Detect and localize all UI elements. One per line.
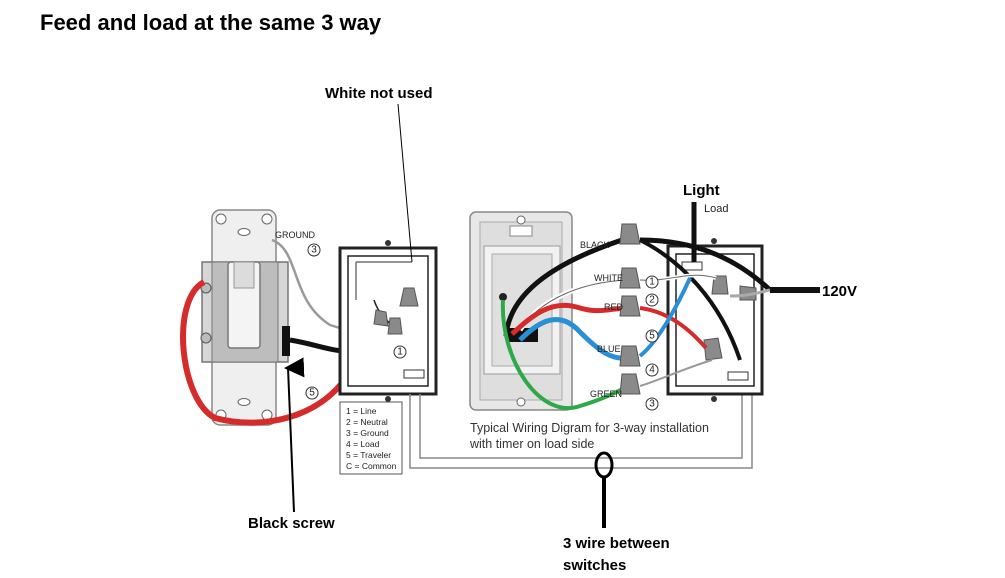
right-junction-box: [666, 238, 764, 402]
v120-label: 120V: [822, 283, 857, 300]
marker-1-left: 1: [393, 345, 407, 359]
marker-5-left: 5: [305, 386, 319, 400]
black-screw-label: Black screw: [248, 515, 335, 532]
three-wire-label-line1: 3 wire between: [563, 535, 670, 552]
three-wire-cable: [409, 394, 753, 469]
legend-item: C = Common: [346, 461, 397, 471]
marker-5-right: 5: [645, 329, 659, 343]
svg-text:2: 2: [649, 295, 655, 306]
left-junction-box: [338, 240, 438, 402]
legend-item: 4 = Load: [346, 439, 380, 449]
diagram-title: Feed and load at the same 3 way: [40, 10, 382, 35]
cable-callout: [594, 451, 614, 528]
marker-3-left: 3: [307, 243, 321, 257]
wire-nuts-center: [619, 223, 641, 395]
three-wire-label-line2: switches: [563, 557, 626, 574]
black-screw: [282, 326, 290, 356]
left-three-way-switch: [200, 209, 290, 426]
legend-item: 1 = Line: [346, 406, 377, 416]
diagram-caption-line1: Typical Wiring Digram for 3-way installa…: [470, 421, 709, 435]
light-label: Light: [683, 182, 720, 199]
svg-text:5: 5: [649, 331, 655, 342]
load-label: Load: [704, 203, 728, 215]
black-screw-arrow: [284, 357, 305, 513]
blue-wire-label: BLUE: [597, 344, 621, 354]
ground-label: GROUND: [275, 230, 315, 240]
svg-text:5: 5: [309, 388, 315, 399]
marker-1-right: 1: [645, 275, 659, 289]
timer-switch: [469, 211, 573, 411]
svg-text:3: 3: [311, 245, 317, 256]
legend-item: 3 = Ground: [346, 428, 389, 438]
svg-text:1: 1: [397, 347, 403, 358]
diagram-caption-line2: with timer on load side: [469, 437, 594, 451]
marker-2-right: 2: [645, 293, 659, 307]
timer-wires: [500, 235, 629, 410]
svg-text:1: 1: [649, 277, 655, 288]
white-not-used-label: White not used: [325, 85, 433, 102]
legend-item: 2 = Neutral: [346, 417, 388, 427]
white-wire-label: WHITE: [594, 273, 623, 283]
svg-text:4: 4: [649, 365, 655, 376]
wire-legend: 1 = Line 2 = Neutral 3 = Ground 4 = Load…: [339, 401, 403, 475]
marker-4-right: 4: [645, 363, 659, 377]
red-wire-label: RED: [604, 302, 624, 312]
green-wire-label: GREEN: [590, 389, 622, 399]
black-wire-label: BLACK: [580, 240, 610, 250]
legend-item: 5 = Traveler: [346, 450, 391, 460]
svg-text:3: 3: [649, 399, 655, 410]
marker-3-right: 3: [645, 397, 659, 411]
